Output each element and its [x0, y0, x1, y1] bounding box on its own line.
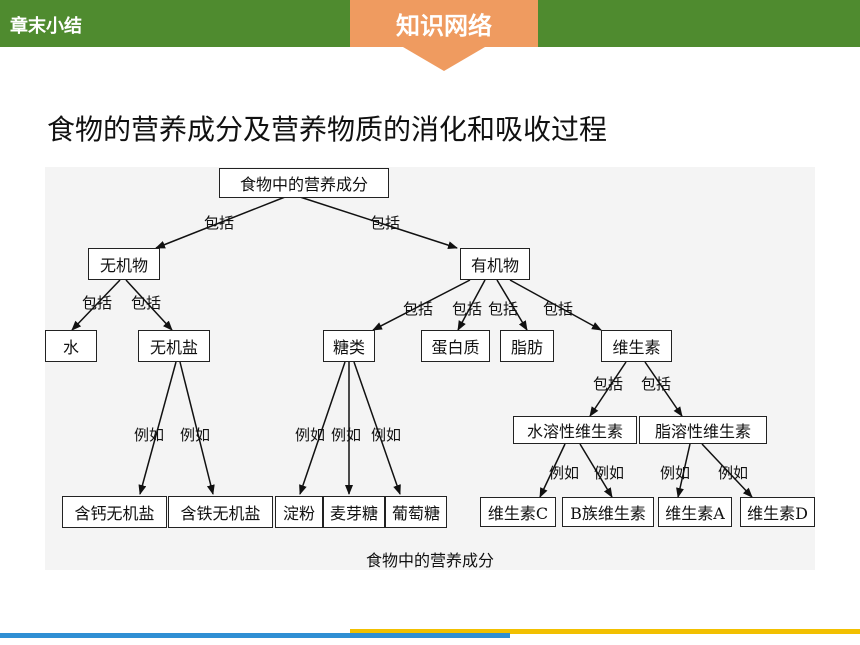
node-calcium: 含钙无机盐 [62, 496, 167, 528]
edge-water-soluble-c [539, 443, 566, 498]
node-maltose: 麦芽糖 [323, 496, 385, 528]
node-glucose: 葡萄糖 [385, 496, 447, 528]
footer-accent-yellow [350, 629, 860, 634]
node-water-soluble: 水溶性维生素 [513, 416, 637, 444]
edge-label-mineral-iron: 例如 [180, 426, 211, 444]
node-organic: 有机物 [460, 248, 530, 280]
edge-label-vitamin-water-soluble: 包括 [593, 375, 624, 393]
node-vit-c: 维生素C [480, 497, 556, 527]
edge-label-organic-vitamin: 包括 [543, 300, 574, 318]
edge-organic-protein [457, 279, 486, 331]
edge-label-water-soluble-b: 例如 [594, 464, 625, 482]
edge-label-root-organic: 包括 [370, 214, 401, 232]
edge-label-root-inorganic: 包括 [204, 214, 235, 232]
edge-vitamin-water-soluble [589, 361, 627, 417]
node-inorganic: 无机物 [88, 248, 160, 280]
edge-organic-fat [496, 279, 528, 331]
section-label: 章末小结 [10, 16, 82, 37]
node-fat-soluble: 脂溶性维生素 [639, 416, 767, 444]
edge-inorganic-water [71, 279, 121, 331]
edge-label-water-soluble-c: 例如 [549, 464, 580, 482]
edge-label-sugar-maltose: 例如 [331, 426, 362, 444]
node-starch: 淀粉 [275, 496, 323, 528]
edge-inorganic-mineral [125, 279, 173, 331]
edge-fat-soluble-a [676, 443, 691, 498]
edge-label-fat-soluble-a: 例如 [660, 464, 691, 482]
node-vit-b: B族维生素 [562, 497, 654, 527]
edge-root-inorganic [155, 196, 286, 249]
edge-label-sugar-starch: 例如 [295, 426, 326, 444]
edge-label-organic-fat: 包括 [488, 300, 519, 318]
edge-mineral-iron [179, 361, 215, 495]
edge-label-inorganic-water: 包括 [82, 294, 113, 312]
node-mineral: 无机盐 [138, 330, 210, 362]
edge-label-inorganic-mineral: 包括 [131, 294, 162, 312]
edge-mineral-calcium [138, 361, 177, 495]
node-protein: 蛋白质 [421, 330, 490, 362]
edge-label-vitamin-fat-soluble: 包括 [641, 375, 672, 393]
footer-accent-blue [0, 633, 510, 638]
edge-organic-vitamin [509, 279, 602, 331]
edge-label-fat-soluble-d: 例如 [718, 464, 749, 482]
diagram-caption: 食物中的营养成分 [365, 551, 494, 570]
node-vit-d: 维生素D [740, 497, 815, 527]
node-sugar: 糖类 [323, 330, 375, 362]
edge-sugar-starch [299, 361, 346, 495]
section-tab-pointer [403, 47, 485, 71]
edge-root-organic [299, 196, 458, 250]
section-tab-label: 知识网络 [396, 12, 492, 40]
node-root: 食物中的营养成分 [219, 168, 389, 198]
edge-label-mineral-calcium: 例如 [134, 426, 165, 444]
section-tab [350, 0, 538, 47]
edge-label-organic-protein: 包括 [452, 300, 483, 318]
node-iron: 含铁无机盐 [168, 496, 273, 528]
node-vit-a: 维生素A [658, 497, 732, 527]
edge-fat-soluble-d [701, 443, 753, 498]
node-fat: 脂肪 [500, 330, 554, 362]
page-title: 食物的营养成分及营养物质的消化和吸收过程 [47, 113, 608, 146]
node-water: 水 [45, 330, 97, 362]
edge-organic-sugar [372, 279, 471, 331]
edge-label-sugar-glucose: 例如 [371, 426, 402, 444]
edge-label-organic-sugar: 包括 [403, 300, 434, 318]
edge-sugar-glucose [353, 361, 401, 495]
edge-vitamin-fat-soluble [644, 361, 683, 417]
node-vitamin: 维生素 [601, 330, 672, 362]
edge-water-soluble-b [579, 443, 613, 498]
